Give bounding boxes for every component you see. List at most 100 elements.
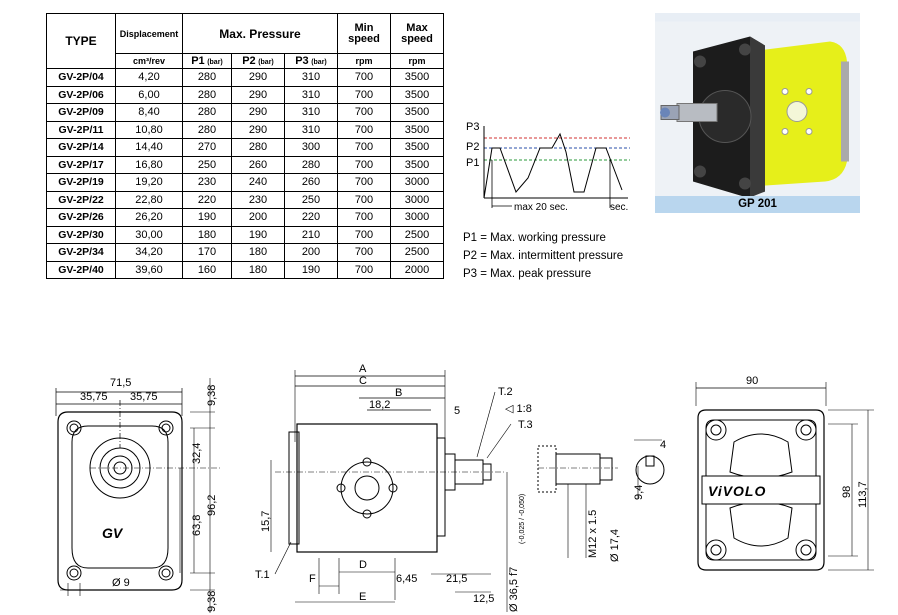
cell-type: GV-2P/40 (46, 260, 116, 279)
cell-p3: 300 (284, 138, 338, 157)
dim-98: 98 (841, 486, 853, 498)
dim-12-5: 12,5 (473, 593, 494, 605)
cell-max: 3000 (390, 208, 444, 227)
cell-max: 3500 (390, 155, 444, 174)
dim-71-5: 71,5 (110, 377, 131, 389)
cell-p3: 310 (284, 68, 338, 87)
p1-header: P1 (bar) (182, 53, 232, 69)
cell-p2: 290 (231, 103, 285, 122)
p1-label: P1 (466, 157, 479, 169)
cell-p1: 250 (182, 155, 232, 174)
dim-63-8: 63,8 (191, 515, 203, 536)
cell-p2: 290 (231, 120, 285, 139)
cell-max: 3500 (390, 120, 444, 139)
cell-p1: 280 (182, 120, 232, 139)
cell-p3: 280 (284, 155, 338, 174)
dim-F: F (309, 573, 316, 585)
cell-type: GV-2P/17 (46, 155, 116, 174)
label-T1: T.1 (255, 569, 270, 581)
cell-disp: 16,80 (115, 155, 183, 174)
cell-p3: 310 (284, 120, 338, 139)
cell-p2: 240 (231, 173, 285, 192)
cell-max: 3000 (390, 173, 444, 192)
pump-photo (655, 13, 860, 213)
cell-p2: 230 (231, 190, 285, 209)
dim-B: B (395, 387, 402, 399)
p3-label: P3 (466, 121, 479, 133)
cell-p3: 260 (284, 173, 338, 192)
cell-max: 2000 (390, 260, 444, 279)
cell-p3: 250 (284, 190, 338, 209)
cell-max: 3500 (390, 103, 444, 122)
front-view-drawing: 71,5 35,75 35,75 GV 9,38 32,4 96,2 63,8 … (55, 377, 220, 613)
dim-C: C (359, 375, 367, 387)
cell-p1: 280 (182, 85, 232, 104)
min-speed-unit: rpm (337, 53, 391, 69)
cell-max: 2500 (390, 225, 444, 244)
cell-p3: 310 (284, 85, 338, 104)
displacement-unit: cm³/rev (115, 53, 183, 69)
cell-p3: 200 (284, 243, 338, 262)
cell-disp: 39,60 (115, 260, 183, 279)
dim-5: 5 (454, 405, 460, 417)
cell-disp: 34,20 (115, 243, 183, 262)
cell-p2: 190 (231, 225, 285, 244)
key-depth-9-4: 9,4 (633, 485, 645, 500)
cell-type: GV-2P/34 (46, 243, 116, 262)
cell-disp: 14,40 (115, 138, 183, 157)
vivolo-logo: ViVOLO (708, 483, 766, 499)
cell-p3: 310 (284, 103, 338, 122)
cell-p1: 160 (182, 260, 232, 279)
p2-header: P2 (bar) (231, 53, 285, 69)
shaft-detail-diameter: Ø 17,4 (609, 529, 621, 562)
cell-type: GV-2P/09 (46, 103, 116, 122)
cell-disp: 10,80 (115, 120, 183, 139)
time-label: max 20 sec. (514, 202, 568, 213)
displacement-header: Displacement (115, 13, 183, 54)
dim-21-5: 21,5 (446, 573, 467, 585)
cell-min: 700 (337, 225, 391, 244)
dim-32-4: 32,4 (191, 443, 203, 464)
shaft-detail-drawing: M12 x 1.5 Ø 17,4 4 9,4 (537, 439, 666, 562)
cell-p1: 230 (182, 173, 232, 192)
shaft-thread: M12 x 1.5 (587, 510, 599, 558)
type-header: TYPE (46, 13, 116, 69)
cell-disp: 6,00 (115, 85, 183, 104)
legend-p1: P1 = Max. working pressure (463, 232, 606, 244)
cell-p1: 170 (182, 243, 232, 262)
cell-disp: 30,00 (115, 225, 183, 244)
dim-113-7: 113,7 (857, 481, 869, 508)
cell-max: 2500 (390, 243, 444, 262)
dim-9-38-bottom: 9,38 (206, 591, 218, 612)
cell-disp: 26,20 (115, 208, 183, 227)
key-width-4: 4 (660, 439, 666, 451)
cell-type: GV-2P/19 (46, 173, 116, 192)
max-speed-unit: rpm (390, 53, 444, 69)
cell-p2: 180 (231, 260, 285, 279)
cell-min: 700 (337, 138, 391, 157)
cell-disp: 8,40 (115, 103, 183, 122)
gv-logo: GV (102, 525, 124, 541)
pump-shaft (676, 103, 718, 122)
cell-p2: 200 (231, 208, 285, 227)
cell-p2: 290 (231, 85, 285, 104)
legend-p2: P2 = Max. intermittent pressure (463, 250, 624, 262)
back-view-drawing: 90 ViVOLO 98 113,7 (695, 375, 874, 571)
shaft-diameter: Ø 36,5 f7 (508, 567, 520, 612)
legend-p3: P3 = Max. peak pressure (463, 268, 592, 280)
cell-disp: 4,20 (115, 68, 183, 87)
cell-p1: 190 (182, 208, 232, 227)
cell-p1: 220 (182, 190, 232, 209)
